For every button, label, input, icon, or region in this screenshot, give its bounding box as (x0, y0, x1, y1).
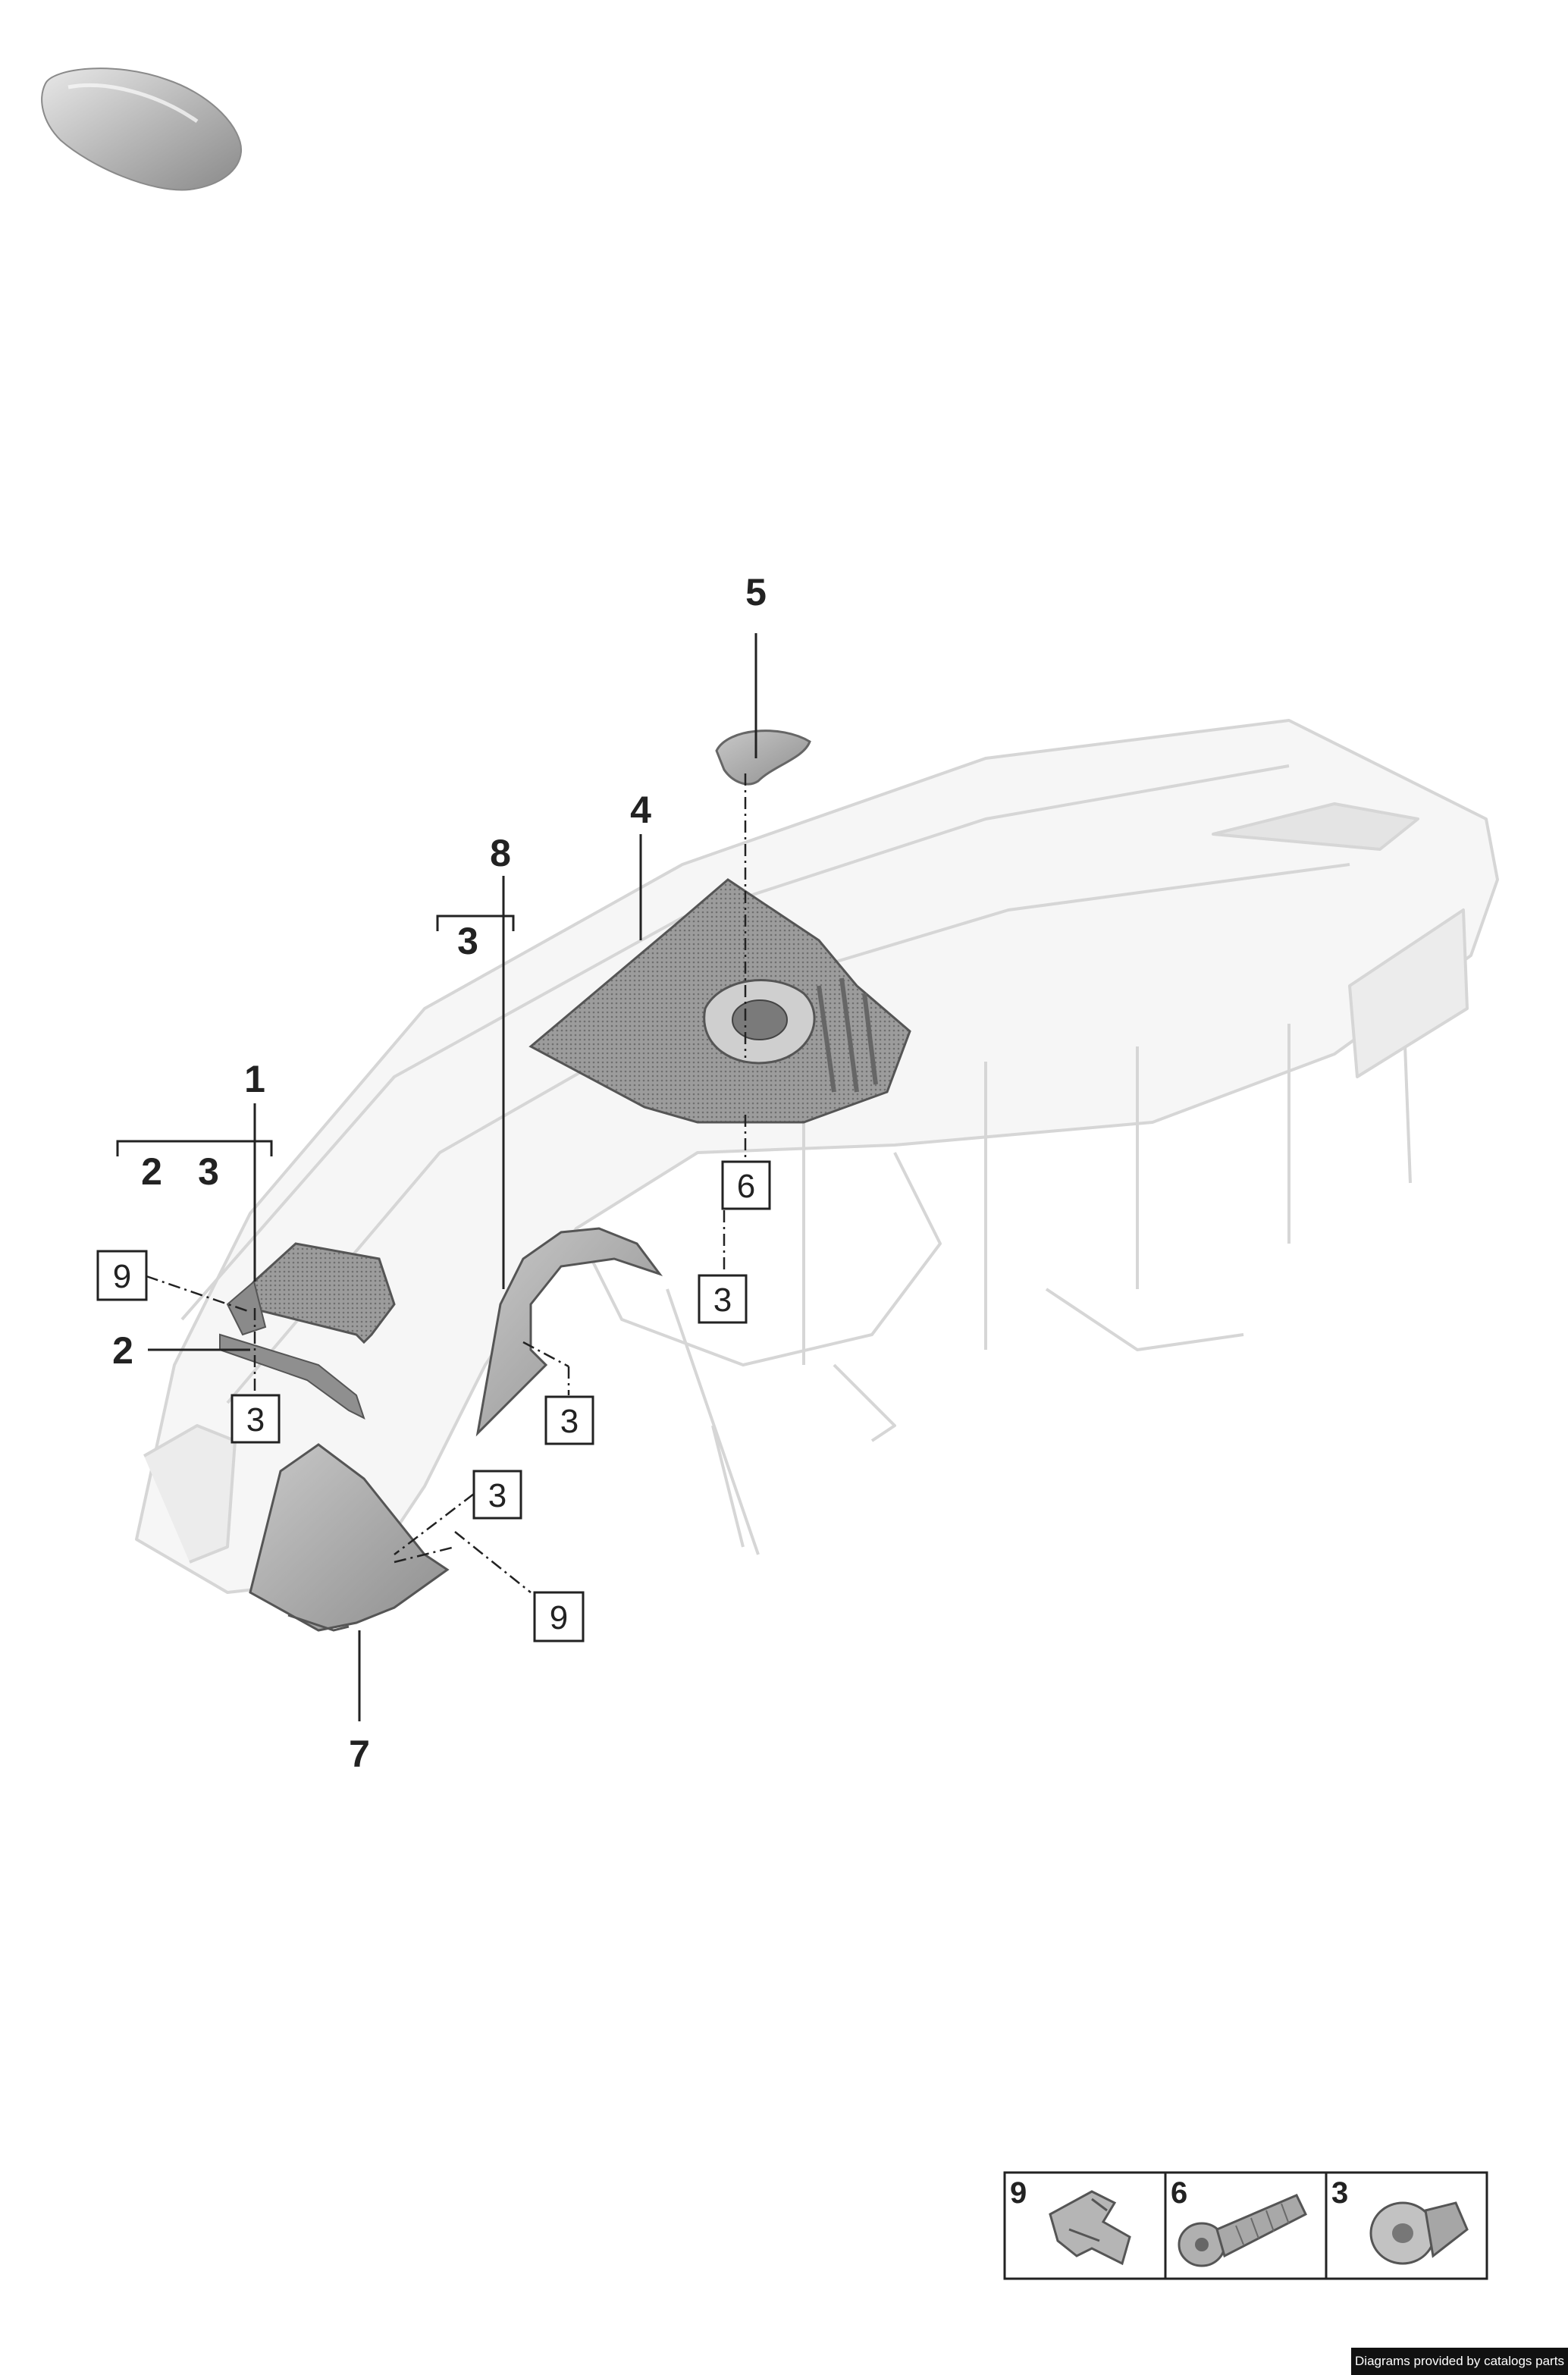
boxed-label-9-left: 9 (96, 1250, 148, 1301)
connector-lines (146, 773, 747, 1593)
boxed-label-3-lower: 3 (472, 1470, 522, 1520)
callout-5: 5 (745, 571, 767, 613)
lower-corner-trim (249, 1443, 450, 1632)
boxed-label-3-left: 3 (230, 1394, 281, 1444)
boxed-label-6: 6 (721, 1160, 771, 1210)
a-pillar-trim (475, 1227, 663, 1437)
callout-2: 2 (112, 1329, 133, 1372)
boxed-label-3-right: 3 (544, 1395, 594, 1445)
screw-icon (1178, 2194, 1307, 2267)
trim-strip (219, 1333, 365, 1420)
boxed-label-3-center: 3 (698, 1274, 748, 1324)
callout-8: 8 (490, 832, 511, 874)
callout-2-group: 2 (141, 1150, 162, 1193)
legend-number-9: 9 (1010, 2176, 1027, 2210)
nut-icon (1369, 2201, 1469, 2265)
callout-1: 1 (244, 1058, 265, 1100)
boxed-labels: 9 3 6 3 3 3 9 (96, 1160, 771, 1642)
svg-text:9: 9 (550, 1599, 568, 1636)
car-thumbnail-icon (41, 67, 243, 191)
callout-3-group-mid: 3 (457, 920, 478, 962)
callout-3-group-left: 3 (198, 1150, 219, 1193)
small-parts-legend: 9 6 3 (1003, 2171, 1488, 2280)
leader-lines (116, 633, 757, 1721)
legend-number-3: 3 (1331, 2176, 1348, 2210)
sensor-cover (715, 729, 811, 786)
svg-text:3: 3 (488, 1477, 506, 1514)
credit-badge: Diagrams provided by catalogs parts (1351, 2348, 1568, 2375)
center-speaker-grille (528, 878, 911, 1124)
svg-text:6: 6 (737, 1168, 755, 1205)
legend-number-6: 6 (1171, 2176, 1187, 2210)
callout-numbers: 1 2 3 2 3 4 5 8 7 (112, 571, 767, 1775)
clip-icon (1049, 2190, 1131, 2266)
callout-4: 4 (630, 789, 651, 831)
callout-7: 7 (349, 1733, 370, 1775)
svg-text:3: 3 (246, 1401, 265, 1438)
svg-text:3: 3 (713, 1282, 732, 1319)
svg-text:3: 3 (560, 1403, 579, 1440)
boxed-label-9-lower: 9 (533, 1591, 585, 1642)
left-speaker-trim (226, 1242, 396, 1344)
dashboard-outline (135, 719, 1499, 1594)
svg-text:9: 9 (113, 1258, 131, 1295)
